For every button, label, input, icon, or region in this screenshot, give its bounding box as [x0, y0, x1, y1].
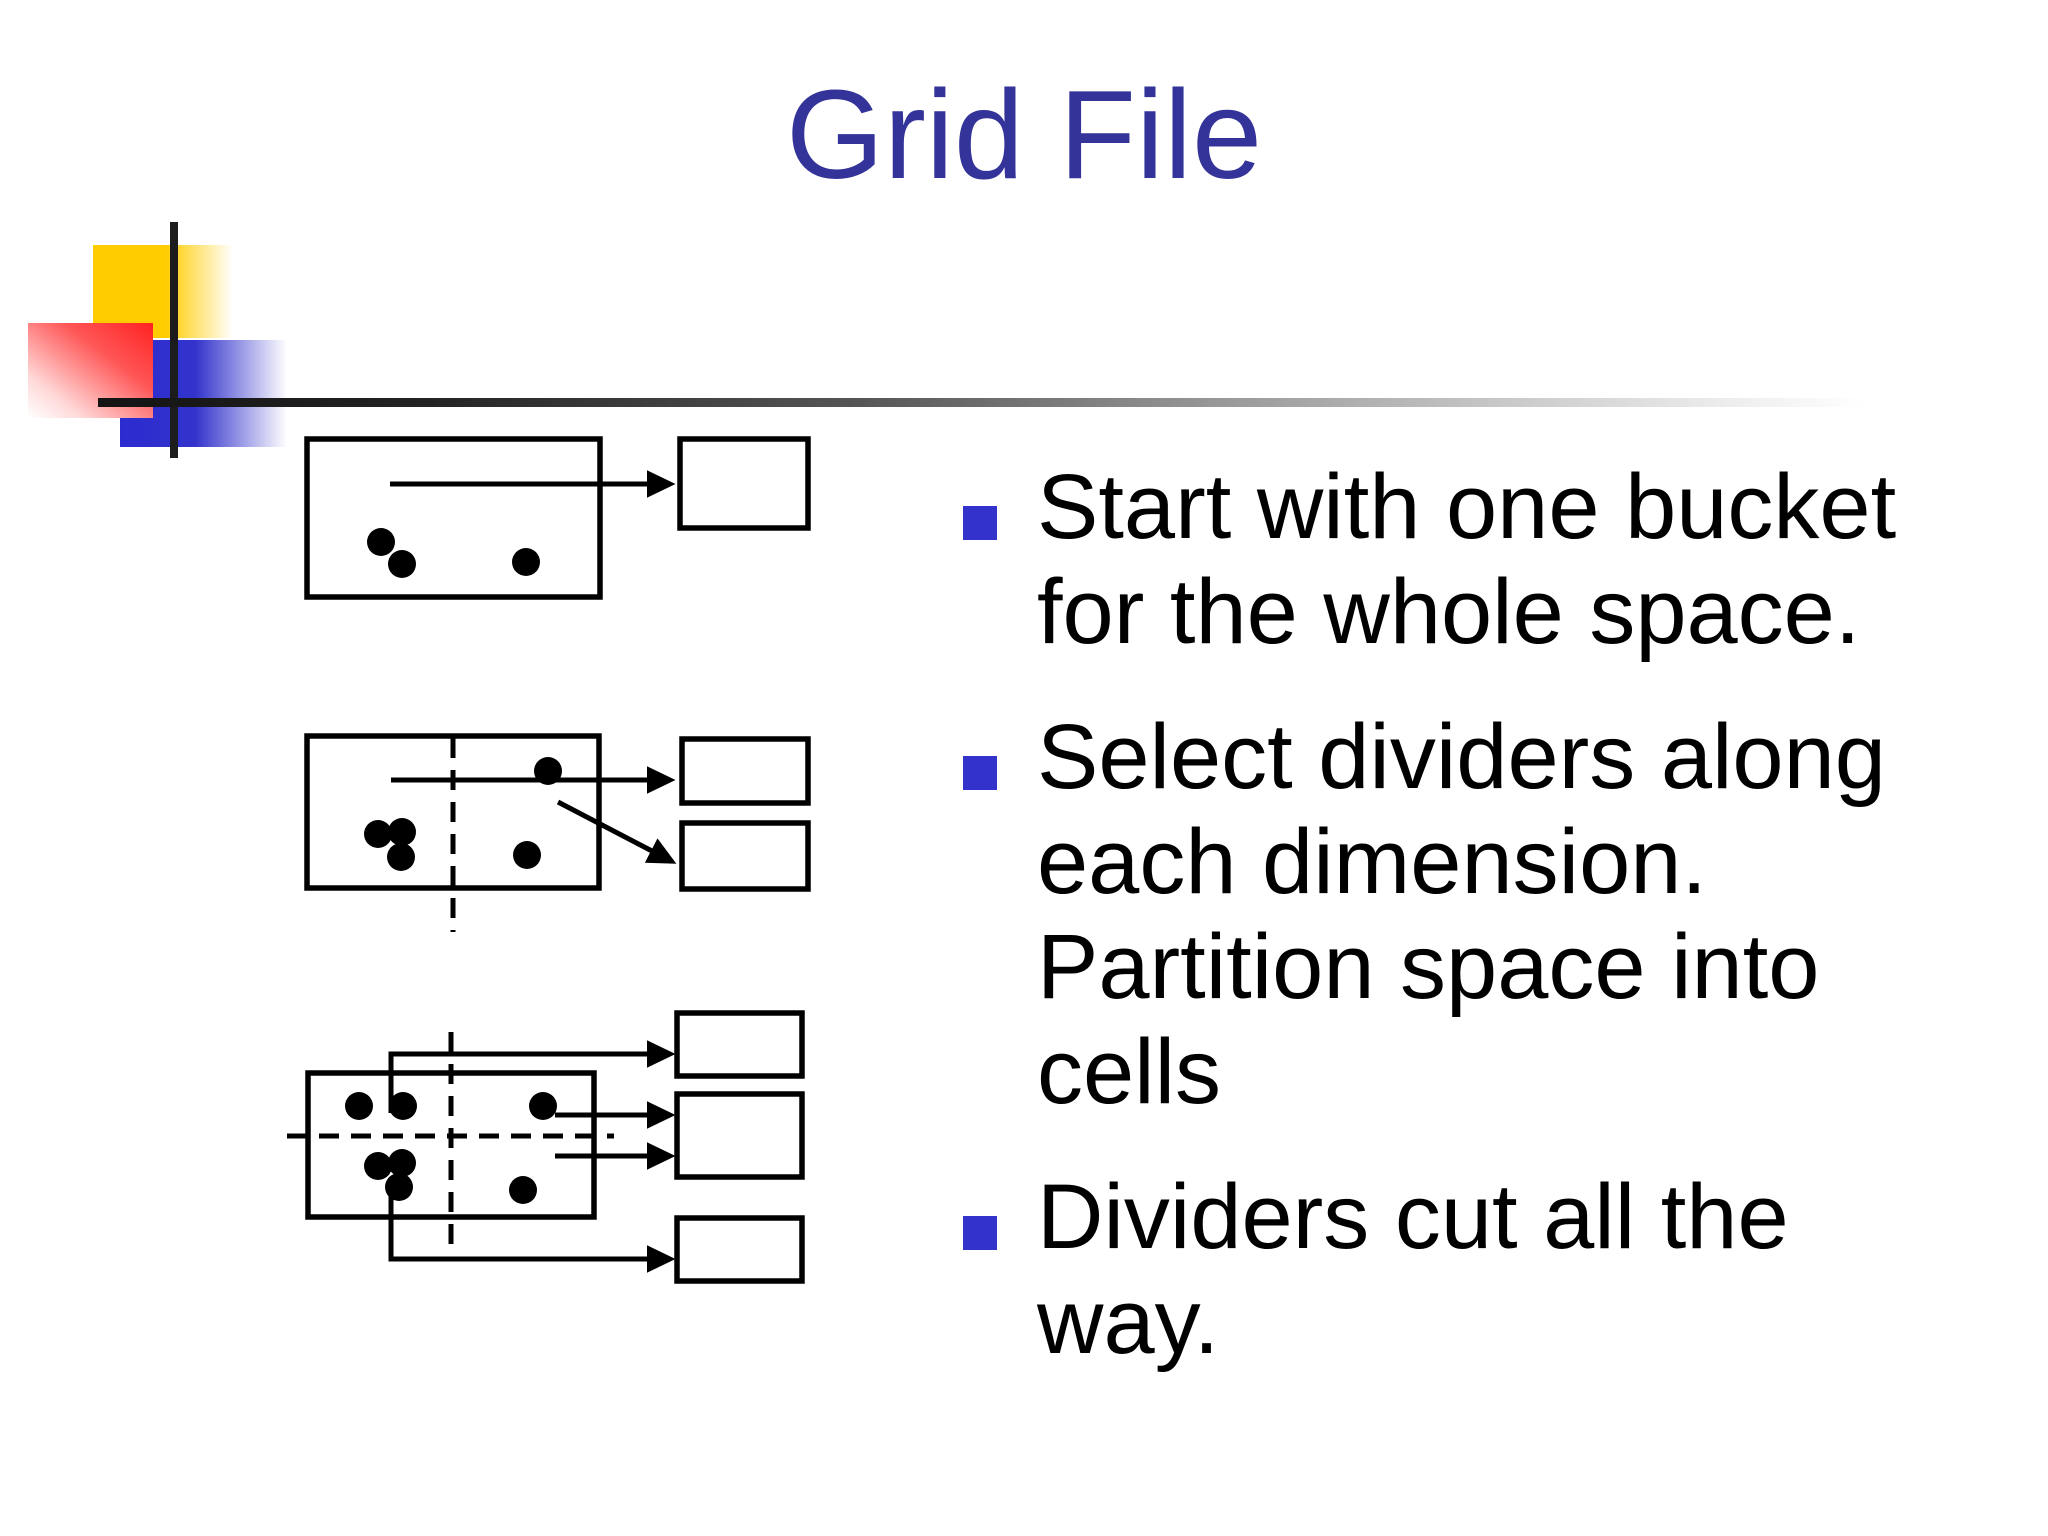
- step3-grid-cells-space-rect: [305, 1070, 597, 1220]
- bullet-square-icon: [963, 1216, 997, 1250]
- bullet-list: Start with one bucket for the whole spac…: [963, 455, 1938, 1415]
- decoration-vertical-line: [170, 222, 178, 458]
- step3-grid-cells-data-point-dot: [345, 1092, 373, 1120]
- title-divider-rule: [98, 398, 1900, 407]
- step1-one-bucket-data-point-dot: [367, 528, 395, 556]
- step3-grid-cells-data-point-dot: [388, 1149, 416, 1177]
- step3-grid-cells-data-point-dot: [529, 1092, 557, 1120]
- bullet-text: Dividers cut all the way.: [1037, 1166, 1789, 1373]
- bullet-item: Start with one bucket for the whole spac…: [963, 455, 1938, 665]
- grid-file-diagram: [287, 436, 811, 1284]
- step2-vertical-divider-bucket-pointer-arrow: [556, 799, 677, 864]
- step1-one-bucket-data-point-dot: [388, 550, 416, 578]
- step3-grid-cells-data-point-dot: [389, 1092, 417, 1120]
- step3-grid-cells-bucket-pointer-arrow: [388, 1040, 676, 1113]
- step3-grid-cells-bucket-rect: [674, 1091, 805, 1180]
- bullet-square-icon: [963, 506, 997, 540]
- step3-grid-cells-bucket-rect: [674, 1010, 805, 1079]
- decoration-yellow-square: [93, 245, 233, 338]
- step3-grid-cells-bucket-rect: [674, 1215, 805, 1284]
- step3-grid-cells-data-point-dot: [385, 1173, 413, 1201]
- step2-vertical-divider-data-point-dot: [388, 818, 416, 846]
- step2-vertical-divider-data-point-dot: [387, 843, 415, 871]
- page-title: Grid File: [785, 64, 1263, 205]
- step2-vertical-divider-data-point-dot: [364, 820, 392, 848]
- bullet-text: Select dividers along each dimension. Pa…: [1037, 706, 1886, 1123]
- step1-one-bucket-space-rect: [304, 436, 603, 600]
- step3-grid-cells-data-point-dot: [364, 1152, 392, 1180]
- step3-grid-cells-bucket-pointer-arrow: [388, 1195, 676, 1273]
- step3-grid-cells-data-point-dot: [509, 1176, 537, 1204]
- step1-one-bucket-data-point-dot: [512, 548, 540, 576]
- step2-vertical-divider-bucket-rect: [679, 820, 811, 892]
- bullet-text: Start with one bucket for the whole spac…: [1037, 456, 1897, 663]
- step2-vertical-divider-data-point-dot: [513, 841, 541, 869]
- step2-vertical-divider-space-rect: [304, 733, 602, 891]
- step2-vertical-divider-bucket-rect: [679, 736, 811, 806]
- bullet-item: Dividers cut all the way.: [963, 1165, 1938, 1375]
- bullet-item: Select dividers along each dimension. Pa…: [963, 705, 1938, 1125]
- step1-one-bucket-bucket-rect: [677, 436, 811, 531]
- bullet-square-icon: [963, 756, 997, 790]
- step2-vertical-divider-data-point-dot: [534, 757, 562, 785]
